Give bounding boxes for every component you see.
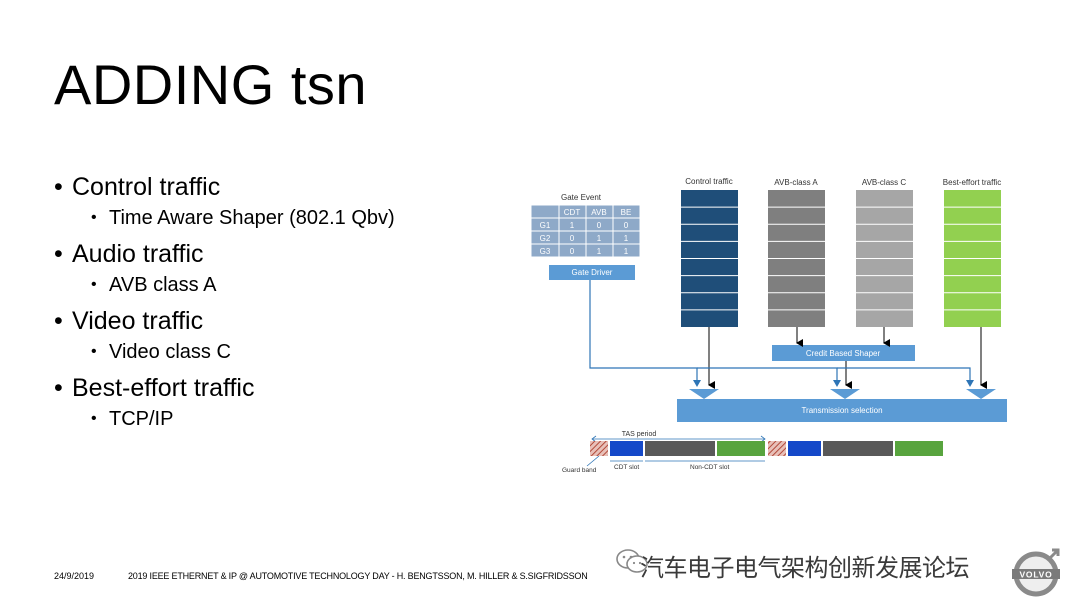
gate-driver-label: Gate Driver <box>572 268 613 277</box>
volvo-logo: VOLVO <box>1012 548 1060 597</box>
cdt-slot-label: CDT slot <box>614 464 639 471</box>
transmission-selection-box <box>677 399 1007 422</box>
gate-cell: 0 <box>570 234 575 243</box>
avb-slot-block-2 <box>823 441 893 456</box>
gate-cell: 1 <box>624 234 629 243</box>
gate-table: CDT AVB BE G1 1 0 0 G2 0 1 1 G3 0 1 1 <box>530 204 641 258</box>
be-slot-block <box>717 441 765 456</box>
gate-driver-box <box>549 265 635 280</box>
avb-slot-block <box>645 441 715 456</box>
gate-row-label: G2 <box>540 234 551 243</box>
sub-bullet-video-class-c: Video class C <box>54 339 494 365</box>
bullet-video-traffic: Video traffic <box>54 306 494 336</box>
bullet-control-traffic: Control traffic <box>54 172 494 202</box>
credit-based-shaper-box <box>772 345 915 361</box>
guard-band-slot-2 <box>768 441 786 456</box>
gate-cell: 1 <box>597 234 602 243</box>
non-cdt-slot-label: Non-CDT slot <box>690 464 729 471</box>
watermark-text: 汽车电子电气架构创新发展论坛 <box>640 554 970 582</box>
bullet-audio-traffic: Audio traffic <box>54 239 494 269</box>
gate-event-title: Gate Event <box>561 193 602 202</box>
be-slot-block-2 <box>895 441 943 456</box>
sub-bullet-avb-class-a: AVB class A <box>54 272 494 298</box>
wechat-icon <box>616 549 648 573</box>
sub-bullet-tcp-ip: TCP/IP <box>54 406 494 432</box>
guard-band-label: Guard band <box>562 467 597 474</box>
gate-row-label: G1 <box>540 221 551 230</box>
gate-cell: 0 <box>570 247 575 256</box>
tas-period-label: TAS period <box>622 431 657 438</box>
gate-row-label: G3 <box>540 247 551 256</box>
footer-text: 2019 IEEE ETHERNET & IP @ AUTOMOTIVE TEC… <box>128 571 588 581</box>
timeline <box>590 441 943 456</box>
cdt-slot-block-2 <box>788 441 821 456</box>
credit-based-shaper-label: Credit Based Shaper <box>806 349 881 358</box>
slide-title: ADDING tsn <box>54 53 368 116</box>
queue-label-control: Control traffic <box>685 177 732 186</box>
footer-date: 24/9/2019 <box>54 571 95 581</box>
gate-cell: 1 <box>570 221 575 230</box>
gate-cell: 0 <box>624 221 629 230</box>
bullet-best-effort-traffic: Best-effort traffic <box>54 373 494 403</box>
gate-header-be: BE <box>621 208 632 217</box>
guard-band-slot <box>590 441 608 456</box>
gate-header-avb: AVB <box>591 208 606 217</box>
cdt-slot-block <box>610 441 643 456</box>
queue-label-best-effort: Best-effort traffic <box>943 178 1001 187</box>
gate-cell: 1 <box>597 247 602 256</box>
queue-label-avb-c: AVB-class C <box>862 178 907 187</box>
gate-cell: 0 <box>597 221 602 230</box>
gate-cell: 1 <box>624 247 629 256</box>
gate-header-cdt: CDT <box>564 208 581 217</box>
queue-label-avb-a: AVB-class A <box>774 178 818 187</box>
volvo-logo-text: VOLVO <box>1019 570 1052 580</box>
bullet-list: Control traffic Time Aware Shaper (802.1… <box>54 172 494 432</box>
sub-bullet-time-aware-shaper: Time Aware Shaper (802.1 Qbv) <box>54 205 494 231</box>
transmission-selection-label: Transmission selection <box>801 406 882 415</box>
